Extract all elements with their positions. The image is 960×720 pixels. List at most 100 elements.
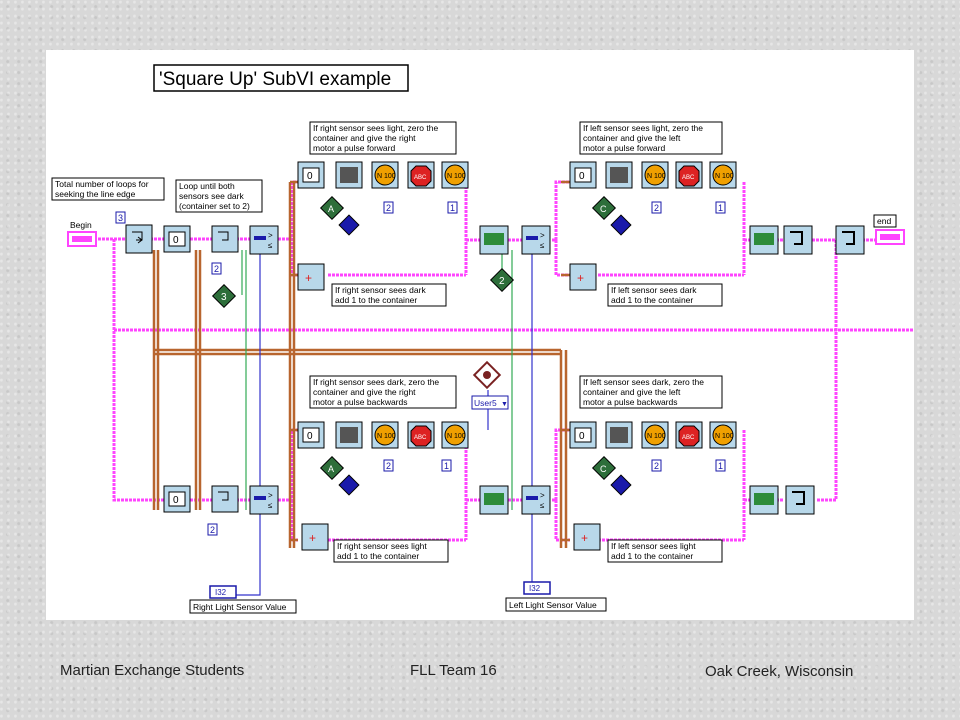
right-n100-block-top-2[interactable]: N 100 — [441, 161, 469, 189]
motor-c-diamond-bottom[interactable]: C — [591, 455, 617, 481]
power-2-const-top-left: 2 — [651, 201, 662, 214]
left-n100-block-top-1[interactable]: N 100 — [641, 161, 669, 189]
svg-text:motor a pulse forward: motor a pulse forward — [313, 143, 395, 153]
power-diamond-bottom-left[interactable] — [610, 474, 632, 496]
power-diamond-top-right[interactable] — [338, 214, 360, 236]
wait-block-bottom-right[interactable] — [749, 485, 779, 515]
power-2-const-bottom-left: 2 — [651, 459, 662, 472]
svg-text:I32: I32 — [215, 588, 227, 597]
diagram-title: 'Square Up' SubVI example — [159, 69, 391, 90]
motor-a-diamond-bottom[interactable]: A — [319, 455, 345, 481]
svg-text:If left sensor sees dark, zero: If left sensor sees dark, zero the — [583, 377, 704, 387]
loop-start-block-bottom[interactable] — [211, 485, 239, 513]
svg-text:N 100: N 100 — [447, 433, 466, 440]
right-motor-block-bottom[interactable] — [335, 421, 363, 449]
zero-container-block[interactable]: 0 — [163, 225, 191, 253]
note-right-dark-bottom: If right sensor sees dark, zero the cont… — [309, 375, 457, 409]
motor-c-diamond-top[interactable]: C — [591, 195, 617, 221]
svg-text:end: end — [877, 216, 891, 226]
left-motor-block-top[interactable] — [605, 161, 633, 189]
right-zero-block-bottom[interactable]: 0 — [297, 421, 325, 449]
svg-text:>: > — [268, 491, 273, 500]
sensor-3-diamond[interactable]: 3 — [211, 283, 237, 309]
signal-wires — [226, 250, 533, 596]
left-n100-block-bottom-1[interactable]: N 100 — [641, 421, 669, 449]
svg-text:1: 1 — [718, 203, 723, 213]
svg-text:▼: ▼ — [501, 401, 508, 408]
user5-dropdown[interactable]: User5 ▼ — [471, 395, 509, 410]
svg-text:2: 2 — [499, 276, 505, 287]
svg-text:N 100: N 100 — [377, 433, 396, 440]
power-2-const-bottom-right: 2 — [383, 459, 394, 472]
wait-block-top-right[interactable] — [749, 225, 779, 255]
user5-container-icon[interactable] — [472, 360, 502, 390]
note-right-light-add: If right sensor sees light add 1 to the … — [333, 539, 449, 563]
svg-text:N 100: N 100 — [715, 173, 734, 180]
left-zero-block-bottom[interactable]: 0 — [569, 421, 597, 449]
loop-start-block[interactable] — [211, 225, 239, 253]
right-n100-block-bottom-1[interactable]: N 100 — [371, 421, 399, 449]
right-sensor-value-label: Right Light Sensor Value — [189, 599, 297, 614]
sensor-2-diamond[interactable]: 2 — [489, 267, 515, 293]
svg-text:container and give the left: container and give the left — [583, 387, 681, 397]
svg-text:ABC: ABC — [682, 435, 695, 441]
loop-counter-block[interactable] — [125, 224, 153, 254]
svg-text:If right sensor sees light: If right sensor sees light — [337, 541, 427, 551]
motor-a-diamond-top[interactable]: A — [319, 195, 345, 221]
labview-block-diagram: 'Square Up' SubVI example — [51, 64, 914, 614]
left-zero-block-top[interactable]: 0 — [569, 161, 597, 189]
compare-block-top[interactable]: > ≤ — [249, 225, 279, 255]
svg-text:0: 0 — [307, 431, 313, 442]
note-right-dark-add: If right sensor sees dark add 1 to the c… — [331, 283, 447, 307]
loop-end-block-final[interactable] — [835, 225, 865, 255]
number-wires — [152, 180, 570, 548]
svg-text:add 1 to the container: add 1 to the container — [611, 551, 693, 561]
svg-text:2: 2 — [214, 264, 219, 274]
svg-text:C: C — [600, 204, 607, 214]
svg-text:+: + — [581, 531, 588, 545]
note-right-light-top: If right sensor sees light, zero the con… — [309, 121, 457, 155]
right-zero-block-top[interactable]: 0 — [297, 161, 325, 189]
power-diamond-bottom-right[interactable] — [338, 474, 360, 496]
left-motor-block-bottom[interactable] — [605, 421, 633, 449]
loop-end-block-bottom[interactable] — [785, 485, 815, 515]
left-stop-block-bottom[interactable]: ABC — [675, 421, 703, 449]
compare-block-bottom-middle[interactable]: > ≤ — [521, 485, 551, 515]
end-terminal[interactable]: end — [873, 214, 905, 245]
left-add-block-top[interactable]: + — [569, 263, 597, 291]
left-n100-block-top-2[interactable]: N 100 — [709, 161, 737, 189]
right-stop-block-bottom[interactable]: ABC — [407, 421, 435, 449]
right-n100-block-top-1[interactable]: N 100 — [371, 161, 399, 189]
right-stop-block-top[interactable]: ABC — [407, 161, 435, 189]
wait-block-bottom-middle[interactable] — [479, 485, 509, 515]
right-add-block-bottom[interactable]: + — [301, 523, 329, 551]
svg-text:0: 0 — [173, 495, 179, 506]
loop-end-block-top[interactable] — [783, 225, 813, 255]
power-diamond-top-left[interactable] — [610, 214, 632, 236]
left-add-block-bottom[interactable]: + — [573, 523, 601, 551]
svg-text:2: 2 — [386, 203, 391, 213]
begin-terminal[interactable]: Begin — [67, 220, 97, 247]
right-motor-block-top[interactable] — [335, 161, 363, 189]
wait-block-top-middle[interactable] — [479, 225, 509, 255]
right-n100-block-bottom-2[interactable]: N 100 — [441, 421, 469, 449]
container-target-constant: 2 — [211, 262, 222, 275]
left-sensor-value-label: Left Light Sensor Value — [505, 597, 607, 612]
compare-block-bottom[interactable]: > ≤ — [249, 485, 279, 515]
svg-text:A: A — [328, 204, 334, 214]
svg-text:I32: I32 — [529, 584, 541, 593]
right-sensor-value-indicator[interactable]: I32 — [209, 585, 237, 599]
note-left-dark-bottom: If left sensor sees dark, zero the conta… — [579, 375, 723, 409]
left-sensor-value-indicator[interactable]: I32 — [523, 581, 551, 595]
compare-block-top-middle[interactable]: > ≤ — [521, 225, 551, 255]
left-stop-block-top[interactable]: ABC — [675, 161, 703, 189]
left-n100-block-bottom-2[interactable]: N 100 — [709, 421, 737, 449]
svg-text:≤: ≤ — [540, 501, 545, 510]
svg-text:If right sensor sees light, ze: If right sensor sees light, zero the — [313, 123, 438, 133]
zero-container-block-bottom[interactable]: 0 — [163, 485, 191, 513]
svg-text:+: + — [577, 271, 584, 285]
svg-text:0: 0 — [173, 235, 179, 246]
right-add-block-top[interactable]: + — [297, 263, 325, 291]
svg-text:If left sensor sees light, zer: If left sensor sees light, zero the — [583, 123, 703, 133]
svg-text:3: 3 — [221, 292, 227, 303]
